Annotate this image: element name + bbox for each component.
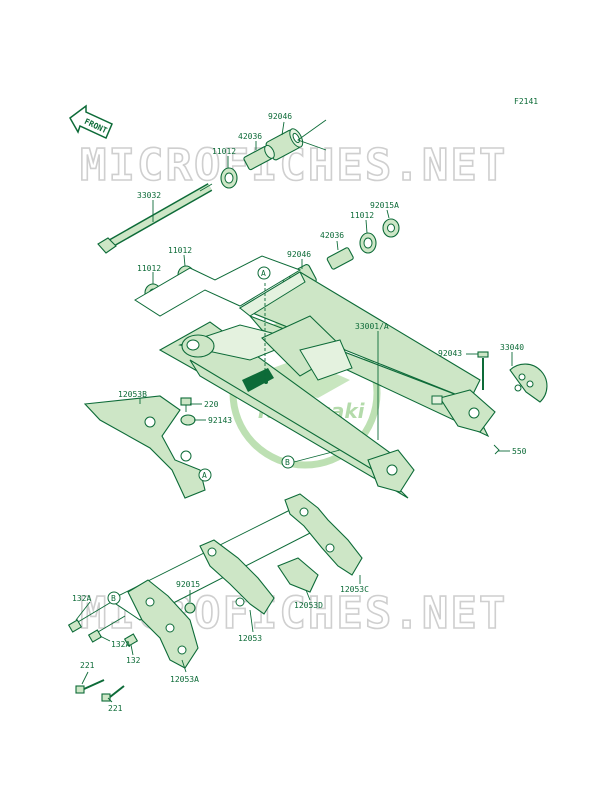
label-550: 550 <box>512 447 527 456</box>
collar-92143 <box>180 414 196 426</box>
label-221-2: 221 <box>108 704 123 713</box>
axle-pin <box>477 351 489 390</box>
bolt-221-2 <box>101 685 125 702</box>
label-92143: 92143 <box>208 416 232 425</box>
label-221-1: 221 <box>80 661 95 670</box>
leader-lines <box>75 121 513 703</box>
chain-guide-12053D <box>277 557 319 593</box>
label-92015: 92015 <box>176 580 200 589</box>
callout-b-lower: B <box>107 591 121 605</box>
callout-a-upper: A <box>257 266 271 280</box>
svg-text:A: A <box>261 269 266 278</box>
pivot-bushing-group-top <box>220 119 327 189</box>
swingarm <box>158 271 496 499</box>
label-11012-left1: 11012 <box>168 246 192 255</box>
label-92043: 92043 <box>438 349 462 358</box>
label-132A-2: 132A <box>111 640 130 649</box>
bolt-221-1 <box>75 679 105 694</box>
pivot-shaft <box>97 183 213 254</box>
label-92046-right: 92046 <box>287 250 311 259</box>
svg-text:B: B <box>111 594 116 603</box>
bolt-132A-2 <box>87 615 126 643</box>
chain-slider-upper <box>83 395 206 499</box>
front-arrow-icon: FRONT <box>69 104 113 140</box>
svg-text:B: B <box>285 458 290 467</box>
label-42036-right: 42036 <box>320 231 344 240</box>
label-33040: 33040 <box>500 343 524 352</box>
svg-text:A: A <box>202 471 207 480</box>
nut-92015 <box>184 602 196 614</box>
callout-b-upper: B <box>281 449 341 469</box>
chain-adjuster <box>509 363 548 403</box>
bolt-132 <box>123 633 139 647</box>
clip-550 <box>493 444 500 455</box>
label-92046-top: 92046 <box>268 112 292 121</box>
figure-code: F2141 <box>514 97 538 106</box>
label-12053: 12053 <box>238 634 262 643</box>
label-33032: 33032 <box>137 191 161 200</box>
chain-guide-12053 <box>199 539 275 615</box>
label-132A-1: 132A <box>72 594 91 603</box>
label-132: 132 <box>126 656 141 665</box>
label-11012-top: 11012 <box>212 147 236 156</box>
label-11012-right: 11012 <box>350 211 374 220</box>
label-33001: 33001/A <box>355 322 389 331</box>
label-12053A: 12053A <box>170 675 199 684</box>
part-labels: 92046 42036 11012 33032 92015A 11012 420… <box>72 112 527 713</box>
label-12053C: 12053C <box>340 585 369 594</box>
bolt-220 <box>180 397 192 412</box>
chain-guide-12053A <box>127 579 199 669</box>
label-92015A: 92015A <box>370 201 399 210</box>
label-12053B: 12053B <box>118 390 147 399</box>
chain-guide-12053C <box>284 493 363 576</box>
label-220: 220 <box>204 400 219 409</box>
label-11012-left2: 11012 <box>137 264 161 273</box>
callout-a-lower: A <box>198 468 212 482</box>
label-42036-top: 42036 <box>238 132 262 141</box>
label-12053D: 12053D <box>294 601 323 610</box>
